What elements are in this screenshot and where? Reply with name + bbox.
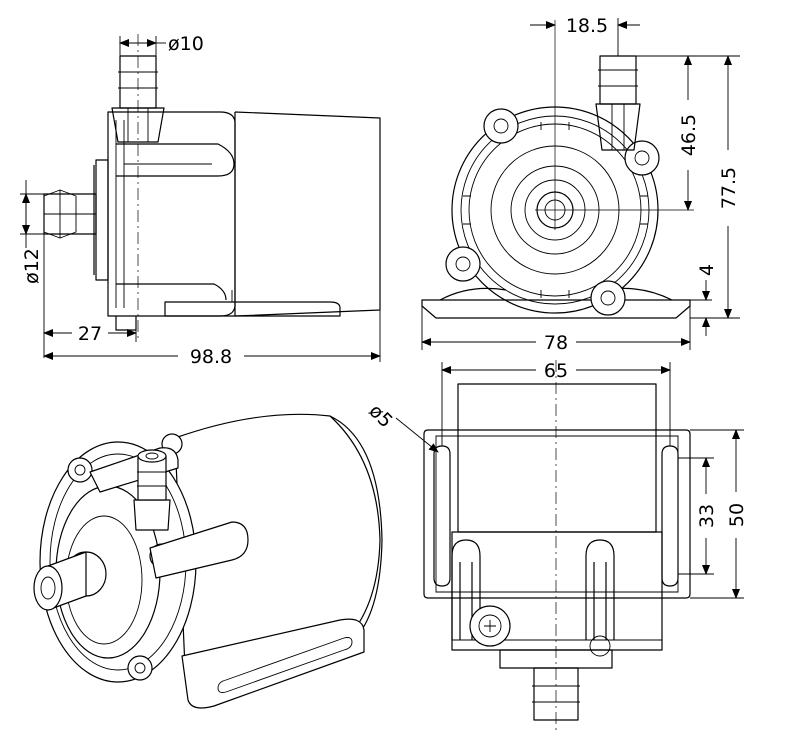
dim-front-foot-height: 4 <box>696 264 718 276</box>
front-view <box>421 20 694 319</box>
dim-top-mount-spacing: 65 <box>544 360 568 382</box>
dim-side-inlet-length: 27 <box>78 323 102 345</box>
top-view <box>423 360 691 730</box>
dim-front-total-height: 77.5 <box>718 167 740 209</box>
isometric-view <box>33 413 383 709</box>
front-view-dimensions: 18.5 46.5 77.5 4 78 <box>421 15 740 354</box>
dim-top-slot-dia: ø5 <box>364 400 396 432</box>
dim-side-total-length: 98.8 <box>190 346 232 368</box>
side-view <box>43 34 381 338</box>
dim-side-inlet-dia: ø12 <box>21 248 43 284</box>
dim-front-height-to-center: 46.5 <box>678 114 700 156</box>
dim-front-total-width: 78 <box>544 332 568 354</box>
side-view-dimensions: ø10 ø12 27 98.8 <box>20 33 381 368</box>
dim-side-outlet-dia: ø10 <box>168 33 204 55</box>
dim-top-base-depth: 50 <box>726 503 748 527</box>
dim-top-slot-length: 33 <box>696 504 718 528</box>
dim-front-outlet-offset: 18.5 <box>566 15 608 37</box>
